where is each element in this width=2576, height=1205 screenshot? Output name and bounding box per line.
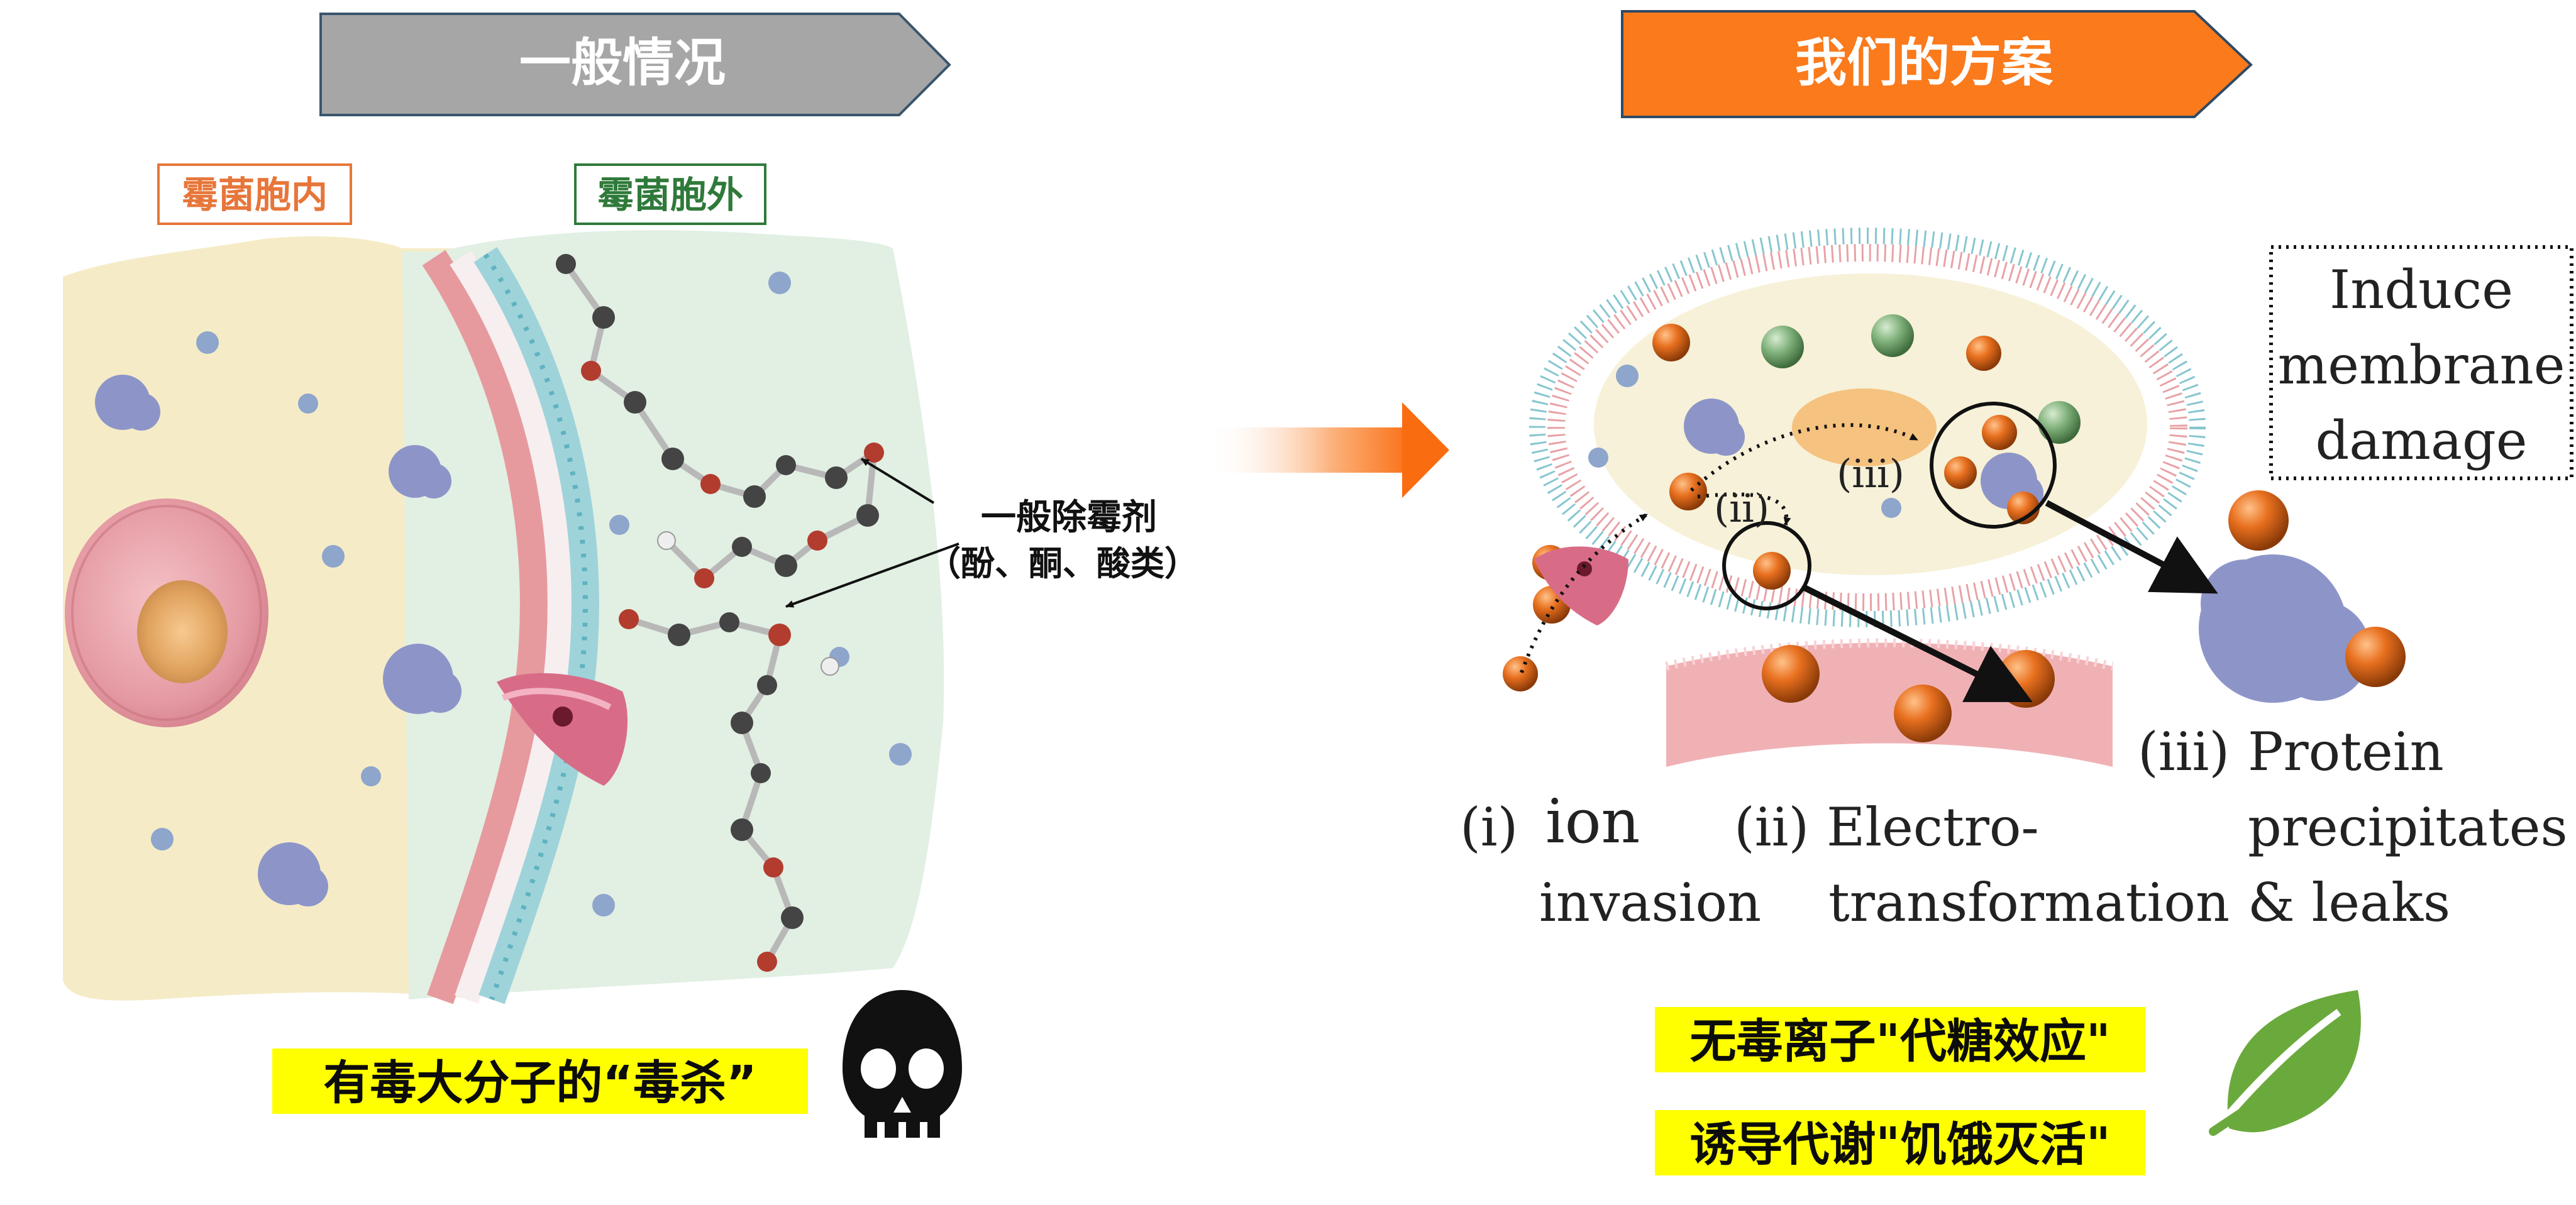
right-caption-line2: 诱导代谢"饥饿灭活" [1689, 1118, 2110, 1172]
intracellular-region [63, 236, 478, 1001]
green-spheres [1761, 314, 2081, 444]
ion-path-to-protein [1689, 423, 1919, 492]
right-water-molecules [1588, 365, 1901, 518]
transition-arrow [1207, 402, 1449, 498]
electro-transformation-circle [1722, 521, 1811, 610]
intracellular-label-box: 霉菌胞内 [157, 163, 352, 225]
intracellular-proteins [95, 375, 462, 906]
our-solution-banner: 我们的方案 [1621, 10, 2253, 118]
arrow-to-membrane-damage [1803, 585, 2033, 702]
membrane-damage-callout: Induce membrane damage [2269, 245, 2573, 480]
callout-line2: membrane [2278, 334, 2565, 396]
fungal-cell-nucleus [65, 498, 268, 727]
step-ii-title: Electro- [1827, 796, 2039, 858]
agent-pointer-arrow-upper [860, 458, 935, 504]
intracellular-label: 霉菌胞内 [182, 173, 328, 216]
ion-path-to-electro [1697, 492, 1791, 525]
step-labels: (i) ion invasion (ii) Electro- transform… [1460, 721, 2568, 933]
step-ii-sub: transformation [1828, 872, 2230, 933]
general-situation-banner-text: 一般情况 [519, 33, 726, 93]
our-solution-banner-text: 我们的方案 [1795, 33, 2054, 93]
agent-pointer-arrow-lower [785, 542, 959, 608]
inline-label-ii: (ii) [1714, 485, 1769, 531]
skull-icon [843, 990, 962, 1138]
membrane-channel-protein [497, 673, 628, 786]
right-panel: 我们的方案 [1460, 10, 2573, 1175]
agent-label-line2: （酚、酮、酸类） [927, 544, 1198, 583]
inline-label-iii: (iii) [1837, 451, 1904, 497]
step-i-number: (i) [1460, 796, 1518, 858]
step-iii-title: Protein [2248, 721, 2444, 783]
ion-invasion-path [1520, 512, 1649, 674]
general-situation-banner: 一般情况 [319, 13, 951, 116]
molecule-atoms [556, 254, 884, 972]
extracellular-label-box: 霉菌胞外 [574, 163, 766, 225]
right-caption-line1: 无毒离子"代糖效应" [1689, 1015, 2110, 1069]
step-iii-number: (iii) [2138, 721, 2230, 783]
right-caption-highlight-2 [1655, 1110, 2145, 1175]
right-caption-highlight-1 [1655, 1007, 2145, 1072]
step-iii-line2: precipitates [2248, 796, 2568, 858]
protein-precipitation-circle [1930, 402, 2057, 529]
water-molecules [151, 272, 912, 916]
step-i-title: ion [1545, 786, 1640, 857]
left-caption-highlight [272, 1048, 808, 1114]
step-ii-number: (ii) [1734, 796, 1809, 858]
extracellular-label: 霉菌胞外 [597, 173, 743, 216]
right-channel-protein [1534, 546, 1628, 625]
callout-line3: damage [2315, 410, 2527, 471]
left-panel: 一般情况 [63, 13, 1198, 1138]
leaf-icon [2209, 990, 2361, 1136]
left-caption: 有毒大分子的“毒杀” [323, 1056, 756, 1110]
step-iii-line3: & leaks [2248, 872, 2450, 933]
fungal-cell-outline [1529, 228, 2206, 627]
arrow-to-protein-leak [2045, 500, 2218, 594]
agent-label-line1: 一般除霉剂 [981, 497, 1157, 538]
step-i-sub: invasion [1539, 872, 1761, 933]
right-proteins [1684, 399, 2370, 703]
callout-line1: Induce [2330, 259, 2513, 321]
